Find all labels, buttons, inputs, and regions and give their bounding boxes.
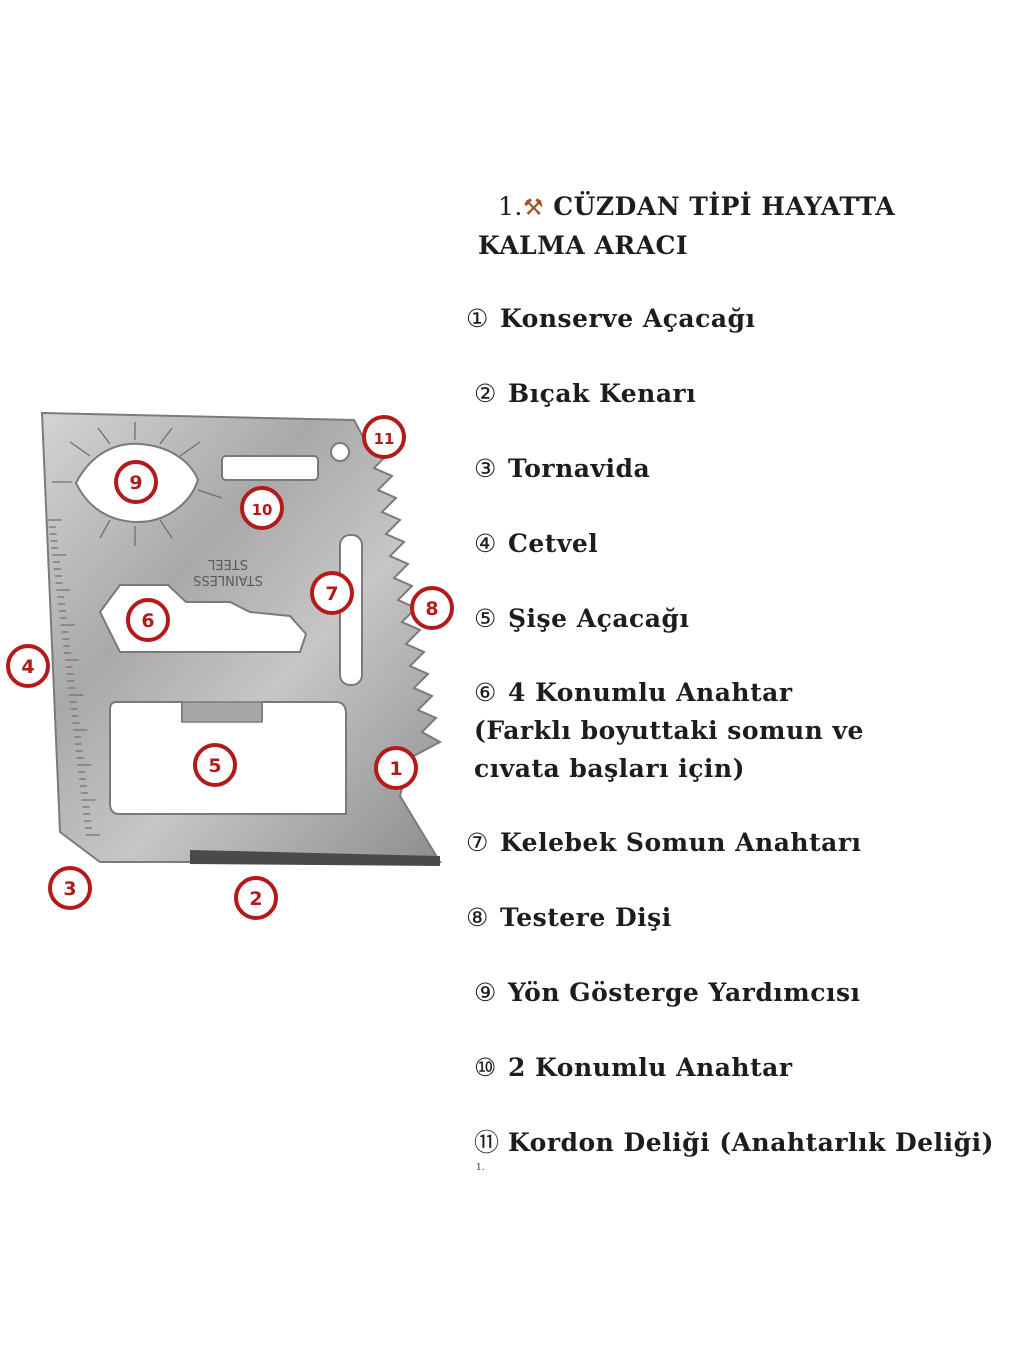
callout-label: 2: [249, 888, 262, 910]
feature-item: ⑧ Testere Dişi: [466, 899, 672, 937]
item-text: Kelebek Somun Anahtarı: [500, 828, 862, 857]
item-marker: ⑥: [474, 678, 497, 707]
callout-label: 6: [141, 610, 154, 632]
ruler-ticks: [48, 519, 100, 836]
item-text: Şişe Açacağı: [508, 604, 690, 633]
item-marker: ⑦: [466, 828, 489, 857]
item-marker: ⑤: [474, 604, 497, 633]
engraving-stainless: STAINLESS: [193, 572, 263, 587]
feature-item: ⑨ Yön Gösterge Yardımcısı: [474, 974, 861, 1012]
feature-item: ③ Tornavida: [474, 450, 650, 488]
item-text: (Farklı boyuttaki somun ve: [474, 716, 864, 745]
title-line-1: CÜZDAN TİPİ HAYATTA: [553, 192, 896, 221]
callout-circle: [6, 644, 50, 688]
callout-label: 11: [374, 430, 395, 448]
callout-circle: [240, 486, 284, 530]
item-text: Bıçak Kenarı: [508, 379, 697, 408]
wrench-slot: [221, 455, 319, 481]
callout-label: 1: [389, 758, 402, 780]
bottle-opener-tab: [181, 701, 263, 723]
callout-label: 10: [252, 501, 273, 519]
item-text: Yön Gösterge Yardımcısı: [508, 978, 861, 1007]
title-number: 1.: [498, 192, 523, 221]
item-text: 2 Konumlu Anahtar: [508, 1053, 793, 1082]
callout-label: 9: [129, 472, 142, 494]
callout-label: 3: [63, 878, 76, 900]
item-marker: ⑧: [466, 903, 489, 932]
item-marker: ⑨: [474, 978, 497, 1007]
callout-circle: [48, 866, 92, 910]
feature-item: ⑦ Kelebek Somun Anahtarı: [466, 824, 862, 862]
lanyard-hole: [330, 442, 350, 462]
title-line-2: KALMA ARACI: [478, 231, 689, 260]
page-title: 1.⚒ CÜZDAN TİPİ HAYATTA KALMA ARACI: [478, 188, 998, 264]
item-marker: ⑩: [474, 1053, 497, 1082]
callout-markers: 1 2 3 4 5 6 7 8 9 10 11: [6, 415, 454, 920]
item-text: Tornavida: [508, 454, 651, 483]
item-text: Konserve Açacağı: [500, 304, 756, 333]
item-text: Cetvel: [508, 529, 599, 558]
footnote: 1.: [476, 1163, 485, 1173]
item-marker: ①: [466, 304, 489, 333]
callout-circle: [193, 743, 237, 787]
hammer-wrench-icon: ⚒: [522, 195, 544, 221]
knife-edge: [190, 850, 440, 866]
item-text: Testere Dişi: [500, 903, 672, 932]
callout-circle: [310, 571, 354, 615]
feature-item: ⑤ Şişe Açacağı: [474, 600, 689, 638]
callout-label: 4: [21, 656, 34, 678]
callout-label: 5: [208, 755, 221, 777]
item-marker: ⑪: [474, 1128, 500, 1157]
feature-item: ⑥ 4 Konumlu Anahtar (Farklı boyuttaki somu…: [474, 674, 864, 788]
feature-item: ⑩ 2 Konumlu Anahtar: [474, 1049, 793, 1087]
card-diagram: STAINLESS STEEL 1 2 3 4 5 6 7 8 9 10 11: [6, 411, 454, 920]
feature-item: ⑪ Kordon Deliği (Anahtarlık Deliği): [474, 1124, 994, 1162]
item-text: 4 Konumlu Anahtar: [508, 678, 793, 707]
item-text: Kordon Deliği (Anahtarlık Deliği): [508, 1128, 994, 1157]
callout-label: 8: [425, 598, 438, 620]
engraving-steel: STEEL: [207, 556, 248, 571]
item-text: cıvata başları için): [474, 754, 745, 783]
item-marker: ③: [474, 454, 497, 483]
feature-item: ② Bıçak Kenarı: [474, 375, 696, 413]
callout-circle: [234, 876, 278, 920]
compass-rays: [52, 422, 223, 546]
callout-circle: [114, 460, 158, 504]
callout-circle: [374, 746, 418, 790]
callout-circle: [126, 598, 170, 642]
callout-circle: [362, 415, 406, 459]
callout-circle: [410, 586, 454, 630]
feature-item: ④ Cetvel: [474, 525, 598, 563]
item-marker: ②: [474, 379, 497, 408]
item-marker: ④: [474, 529, 497, 558]
callout-label: 7: [325, 583, 338, 605]
feature-item: ① Konserve Açacağı: [466, 300, 756, 338]
